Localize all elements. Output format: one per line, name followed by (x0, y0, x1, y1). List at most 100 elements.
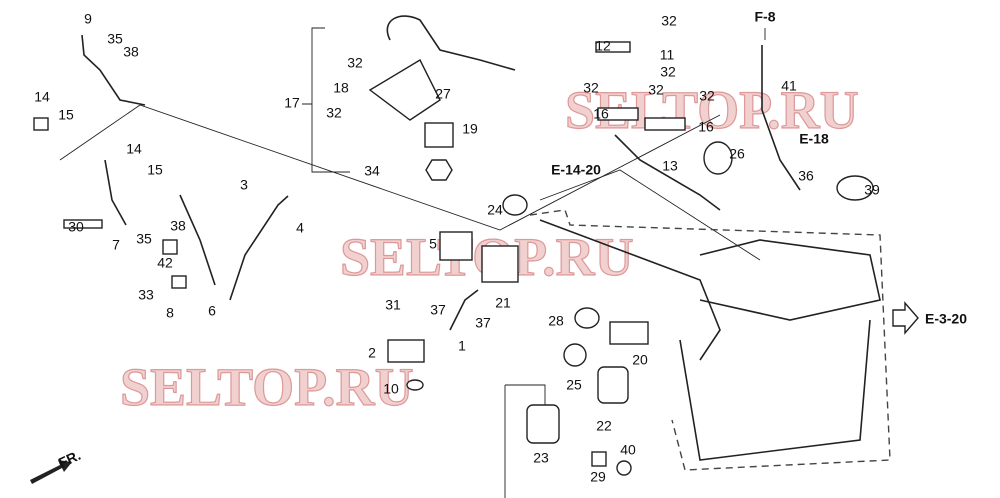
callout-17: 17 (284, 95, 300, 111)
callout-32: 32 (326, 105, 342, 121)
callout-31: 31 (385, 297, 401, 313)
callout-32: 32 (583, 80, 599, 96)
callout-24: 24 (487, 202, 503, 218)
callout-30: 30 (68, 219, 84, 235)
plate-16 (597, 107, 639, 121)
callout-39: 39 (864, 182, 880, 198)
seal-39 (836, 175, 874, 201)
ref-e18: E-18 (799, 131, 829, 147)
callout-33: 33 (138, 287, 154, 303)
case-rim (699, 239, 881, 321)
callout-14: 14 (126, 141, 142, 157)
shaft-13 (614, 134, 721, 211)
callout-38: 38 (170, 218, 186, 234)
callout-32: 32 (660, 64, 676, 80)
pad-23 (526, 404, 560, 444)
bracket-17 (302, 27, 350, 173)
bolt-29 (591, 451, 607, 467)
callout-19: 19 (462, 121, 478, 137)
callout-29: 29 (590, 469, 606, 485)
callout-35: 35 (136, 231, 152, 247)
watermark: SELTOP.RU (120, 357, 414, 417)
callout-36: 36 (798, 168, 814, 184)
bolt-30 (63, 219, 103, 229)
callout-32: 32 (648, 82, 664, 98)
leader-line (59, 104, 721, 231)
callout-10: 10 (383, 381, 399, 397)
pad-21 (481, 245, 519, 283)
callout-15: 15 (58, 107, 74, 123)
rod-4 (229, 195, 289, 301)
part-19 (424, 122, 454, 148)
plug-28 (574, 307, 600, 329)
callout-32: 32 (347, 55, 363, 71)
ref-f8: F-8 (755, 9, 776, 25)
grommet-26 (703, 141, 733, 175)
arrow-right-icon (892, 301, 919, 335)
callout-41: 41 (781, 78, 797, 94)
harness (386, 15, 516, 71)
callout-18: 18 (333, 80, 349, 96)
watermark: SELTOP.RU (565, 80, 859, 140)
callout-20: 20 (632, 352, 648, 368)
part-14 (33, 117, 49, 131)
callout-32: 32 (661, 13, 677, 29)
nut-34 (425, 159, 453, 181)
callout-16: 16 (593, 106, 609, 122)
callout-3: 3 (240, 177, 248, 193)
callout-37: 37 (430, 302, 446, 318)
callout-9: 9 (84, 11, 92, 27)
ref-e14-20: E-14-20 (551, 162, 601, 178)
washer-40 (616, 460, 632, 476)
bracket-18 (368, 59, 441, 121)
callout-26: 26 (729, 146, 745, 162)
callout-labels: 9 35 38 14 15 14 15 30 7 35 38 3 4 42 33… (34, 11, 880, 485)
front-arrow-icon (30, 460, 72, 484)
pad-20 (609, 321, 649, 345)
callout-16: 16 (698, 119, 714, 135)
callout-14: 14 (34, 89, 50, 105)
plug-24 (502, 194, 528, 216)
callout-2: 2 (368, 345, 376, 361)
washer-10 (406, 379, 424, 391)
callout-28: 28 (548, 313, 564, 329)
part-8 (171, 275, 187, 289)
callout-12: 12 (595, 38, 611, 54)
plate-5 (439, 231, 473, 261)
callout-32: 32 (699, 88, 715, 104)
callout-5: 5 (429, 236, 437, 252)
callout-27: 27 (435, 86, 451, 102)
callout-7: 7 (112, 237, 120, 253)
case-outline (529, 209, 891, 471)
callout-22: 22 (596, 418, 612, 434)
hose-1 (449, 289, 479, 331)
callout-42: 42 (157, 255, 173, 271)
plate-12 (595, 41, 631, 53)
callout-8: 8 (166, 305, 174, 321)
plug-25 (563, 343, 587, 367)
callout-1: 1 (458, 338, 466, 354)
callout-15: 15 (147, 162, 163, 178)
lever-6 (179, 194, 216, 286)
plate-16 (644, 117, 686, 131)
callout-38: 38 (123, 44, 139, 60)
callout-40: 40 (620, 442, 636, 458)
ref-e3-20: E-3-20 (925, 311, 967, 327)
case-part (539, 219, 721, 361)
rod-9 (81, 34, 146, 106)
callout-13: 13 (662, 158, 678, 174)
front-label: FR. (56, 447, 83, 471)
hose-41 (761, 45, 801, 191)
callout-4: 4 (296, 220, 304, 236)
lever-7 (104, 159, 127, 226)
callout-6: 6 (208, 303, 216, 319)
case-body (679, 319, 871, 461)
callout-35: 35 (107, 31, 123, 47)
pad-22 (597, 366, 629, 404)
callout-11: 11 (660, 47, 675, 63)
callout-23: 23 (533, 450, 549, 466)
valve-2 (387, 339, 425, 363)
part-42 (162, 239, 178, 255)
callout-34: 34 (364, 163, 380, 179)
